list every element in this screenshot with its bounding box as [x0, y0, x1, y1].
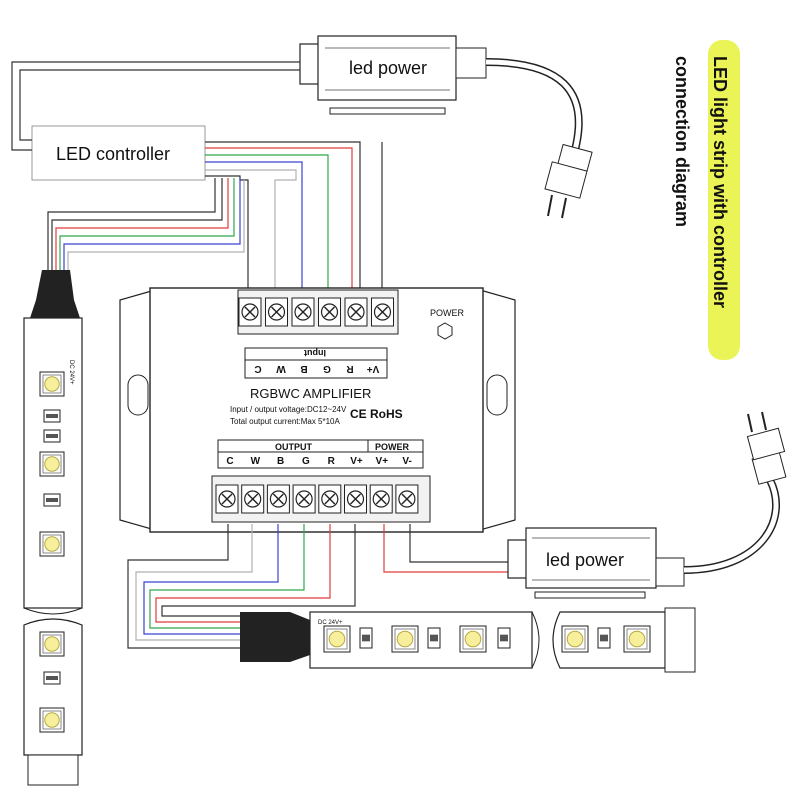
- left-led-chip-2: [39, 531, 65, 557]
- amplifier-name: RGBWC AMPLIFIER: [250, 386, 371, 401]
- left-led-strip: DC 24V+: [23, 270, 83, 786]
- bottom-power-supply: led power: [507, 527, 685, 599]
- bottom-resistor-3: [597, 627, 611, 649]
- output-screw-2: [266, 484, 290, 514]
- input-screw-4: [344, 297, 368, 327]
- output-screw-6: [369, 484, 393, 514]
- top-power-supply: led power: [299, 35, 487, 115]
- input-screws: [238, 297, 394, 327]
- left-resistor-0: [43, 409, 61, 423]
- bottom-led-strip: DC 24V+: [240, 607, 696, 673]
- bottom-led-chip-3: [561, 625, 589, 653]
- left-resistor-2: [43, 493, 61, 507]
- output-screw-0: [215, 484, 239, 514]
- bottom-resistor-1: [427, 627, 441, 649]
- controller-label: LED controller: [56, 144, 170, 164]
- bottom-strip-leds: [323, 625, 651, 653]
- left-resistor-3: [43, 671, 61, 685]
- output-screw-3: [292, 484, 316, 514]
- input-terminal-label: B: [300, 363, 307, 374]
- rgbwc-amplifier: POWER Input C W B G R V+ RGBWC AMPLIFIER Inpu…: [119, 287, 516, 533]
- left-resistor-1: [43, 429, 61, 443]
- output-terminal-label: V+: [376, 456, 389, 467]
- title: LED light strip with controller connecti…: [672, 40, 740, 360]
- bottom-resistor-2: [497, 627, 511, 649]
- left-strip-marking: DC 24V+: [68, 360, 74, 385]
- title-line1: LED light strip with controller: [710, 56, 730, 308]
- wires-amplifier-to-bottom-strip: [127, 524, 356, 649]
- output-header: OUTPUT: [275, 442, 313, 452]
- title-line2: connection diagram: [672, 56, 692, 227]
- bottom-led-chip-4: [623, 625, 651, 653]
- output-screw-1: [241, 484, 265, 514]
- input-screw-0: [238, 297, 262, 327]
- output-terminal-label: R: [328, 456, 336, 467]
- top-power-label: led power: [349, 58, 427, 78]
- left-led-chip-3: [39, 631, 65, 657]
- wires-controller-to-left-strip: [47, 178, 245, 270]
- left-led-chip-1: [39, 451, 65, 477]
- bottom-ac-plug: [683, 411, 787, 574]
- input-terminal-label: G: [323, 363, 331, 374]
- input-terminal-label: W: [276, 363, 286, 374]
- input-terminal-label: R: [346, 363, 354, 374]
- output-terminal-label: V+: [350, 456, 363, 467]
- title-highlight: [708, 40, 740, 360]
- led-controller: LED controller: [31, 125, 206, 181]
- output-screw-5: [344, 484, 367, 514]
- bottom-led-chip-0: [323, 625, 351, 653]
- output-labels: C W B G R V+ V+ V-: [226, 456, 411, 467]
- output-terminal-label: C: [226, 456, 233, 467]
- power-indicator-label: POWER: [430, 308, 465, 318]
- output-terminal-label: V-: [402, 456, 411, 467]
- input-screw-2: [291, 297, 315, 327]
- input-screw-1: [265, 297, 288, 327]
- bottom-power-label: led power: [546, 550, 624, 570]
- left-led-chip-4: [39, 707, 65, 733]
- top-ac-plug: [485, 58, 593, 219]
- input-screw-5: [371, 297, 394, 327]
- output-terminal-label: G: [302, 456, 310, 467]
- bottom-led-chip-2: [459, 625, 487, 653]
- bottom-resistor-0: [359, 627, 373, 649]
- output-terminal-label: W: [251, 456, 261, 467]
- wires-power-to-controller: [11, 61, 300, 151]
- bottom-strip-marking: DC 24V+: [318, 620, 343, 626]
- output-terminal-label: B: [277, 456, 284, 467]
- output-screws: [215, 484, 419, 514]
- output-screw-4: [318, 484, 342, 514]
- amplifier-current: Total output current:Max 5*10A: [230, 417, 341, 426]
- input-terminal-label: V+: [367, 363, 380, 374]
- input-labels: C W B G R V+: [254, 363, 379, 374]
- power-header: POWER: [375, 442, 410, 452]
- left-led-chip-0: [39, 371, 65, 397]
- input-terminal-label: C: [254, 363, 261, 374]
- output-screw-7: [395, 484, 419, 514]
- bottom-led-chip-1: [391, 625, 419, 653]
- amplifier-cert: CE RoHS: [350, 407, 403, 421]
- input-header: Input: [304, 348, 326, 358]
- wires-controller-to-amplifier: [205, 141, 383, 292]
- left-strip-leds: [39, 371, 65, 733]
- input-screw-3: [318, 297, 341, 327]
- amplifier-voltage: Input / output voltage:DC12~24V: [230, 405, 347, 414]
- wires-amplifier-to-bottom-power: [383, 524, 510, 573]
